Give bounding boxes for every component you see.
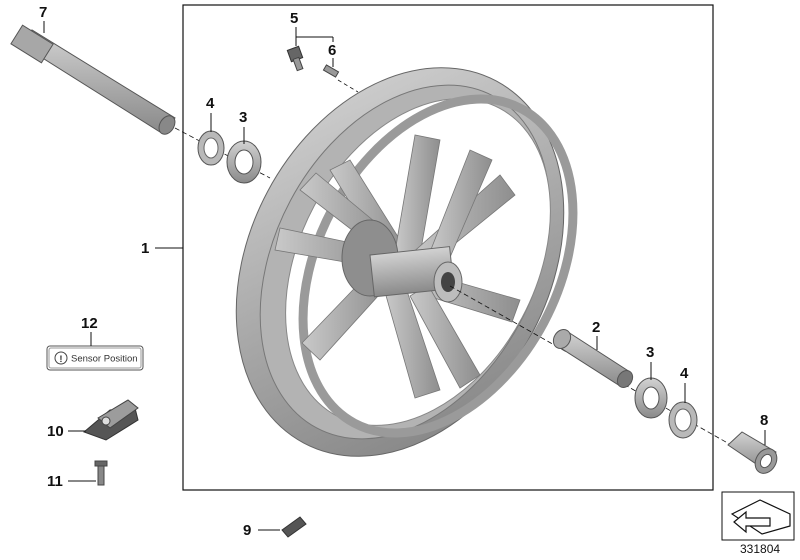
- sensor-position-label: ! Sensor Position: [46, 345, 144, 371]
- pad-part-9: [281, 516, 307, 538]
- callout-9: 9: [243, 522, 252, 539]
- spacer-sleeve-part-2: [552, 329, 634, 388]
- callout-3-bottom: 3: [646, 344, 655, 361]
- sensor-position-text: Sensor Position: [71, 354, 138, 365]
- callout-4-bottom: 4: [680, 365, 689, 382]
- diagram-symbol-box: [721, 491, 795, 541]
- callout-10: 10: [47, 423, 64, 440]
- diagram-id-number: 331804: [740, 542, 781, 556]
- callout-12: 12: [81, 315, 98, 332]
- callout-11: 11: [47, 473, 63, 490]
- spacer-ring-part-4-top: [197, 130, 225, 166]
- tire-pressure-sensor-part-10: [83, 399, 139, 441]
- spacer-ring-part-4-bottom: [668, 401, 698, 439]
- callout-3-top: 3: [239, 109, 248, 126]
- wheel-hub: [341, 219, 463, 303]
- callout-4-top: 4: [206, 95, 215, 112]
- bearing-part-3-bottom: [634, 377, 668, 419]
- callout-2: 2: [592, 319, 601, 336]
- valve-part-5: [286, 45, 304, 72]
- callout-6: 6: [328, 42, 337, 59]
- arrow-icon: [733, 510, 771, 534]
- sleeve-part-8: [727, 431, 778, 474]
- callout-5: 5: [290, 10, 299, 27]
- valve-line: [337, 79, 359, 93]
- valve-part-6: [322, 64, 340, 78]
- callout-8: 8: [760, 412, 769, 429]
- axle-part-7: [10, 24, 176, 135]
- svg-text:!: !: [59, 354, 62, 365]
- callout-7: 7: [39, 4, 48, 21]
- bearing-part-3-top: [226, 140, 262, 184]
- callout-1: 1: [141, 240, 150, 257]
- warning-exclamation-icon: [54, 351, 68, 365]
- screw-part-11: [94, 460, 108, 486]
